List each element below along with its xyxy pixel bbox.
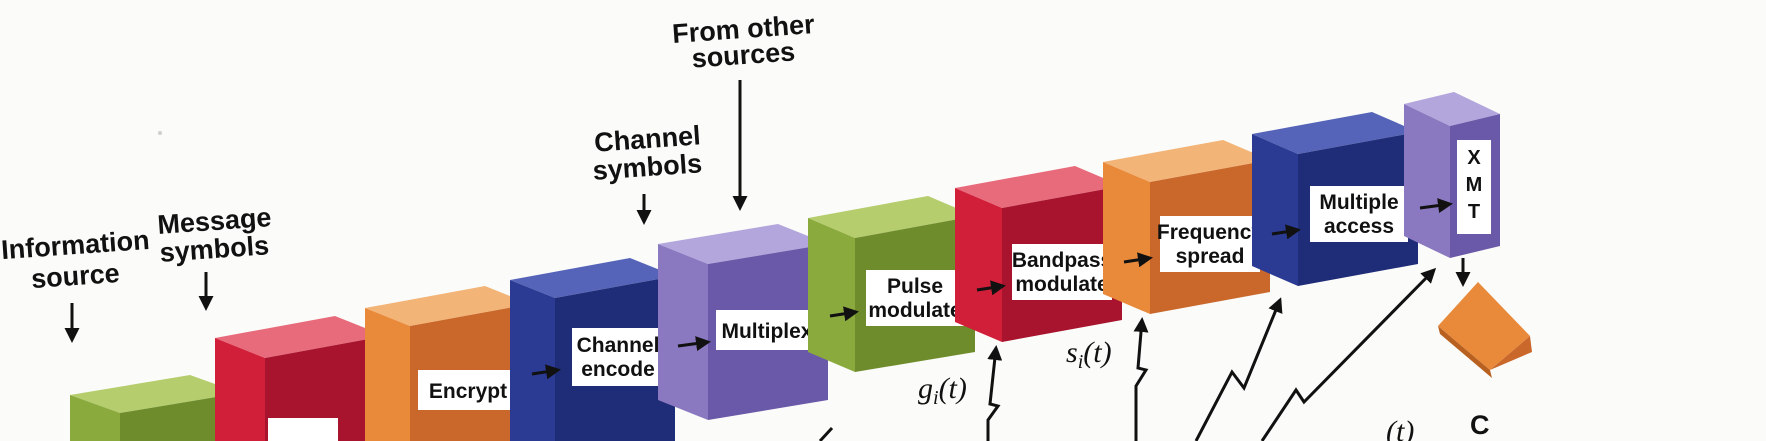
- svg-text:Channel: Channel: [593, 120, 701, 157]
- bandpass-modulate-label-box: [1012, 244, 1112, 300]
- signal-si-label: si(t): [1066, 336, 1112, 373]
- xmt-label-x: X: [1467, 147, 1481, 169]
- arrow-stub-left: [818, 426, 834, 441]
- arrow-multiplex-to-pulse: [829, 306, 859, 322]
- block-red-1: [215, 316, 385, 441]
- signal-gi-label: gi(t): [918, 372, 967, 409]
- block-multiplex: Multiplex: [658, 224, 828, 420]
- speck: [158, 131, 162, 135]
- channel-label: C: [1470, 410, 1490, 440]
- xmt-label-box: [1457, 140, 1491, 234]
- multiplex-label: Multiplex: [721, 320, 812, 343]
- channel-prism: [1438, 282, 1532, 378]
- channel-encode-label-1: Channel: [577, 334, 660, 357]
- svg-text:Information: Information: [0, 225, 150, 265]
- frequency-spread-label-box: [1160, 216, 1260, 272]
- arrow-access-to-xmt: [1419, 198, 1453, 214]
- xmt-label-m: M: [1466, 174, 1483, 196]
- arrow-si-tap: [1133, 317, 1149, 441]
- block-frequency-spread: Frequency spread: [1103, 140, 1270, 314]
- pulse-modulate-label-box: [866, 270, 964, 326]
- arrow-zigzag-1: [1194, 297, 1283, 441]
- arrow-zigzag-2: [1260, 267, 1437, 441]
- multiple-access-label-1: Multiple: [1319, 191, 1398, 214]
- pulse-modulate-label-1: Pulse: [887, 275, 943, 298]
- block-encrypt: Encrypt: [365, 286, 530, 441]
- svg-text:source: source: [30, 258, 120, 294]
- multiple-access-label-2: access: [1324, 215, 1394, 238]
- arrow-gi-tap: [986, 345, 1003, 441]
- channel-encode-label-box: [572, 328, 664, 386]
- arrow-bandpass-to-spread: [1123, 252, 1153, 268]
- xmt-label-t: T: [1468, 201, 1480, 223]
- pulse-modulate-label-2: modulate: [868, 299, 961, 322]
- label-channel-symbols: Channel symbols: [592, 120, 703, 185]
- arrow-pulse-to-bandpass: [976, 280, 1006, 296]
- arrow-encrypt-to-encode: [531, 364, 561, 380]
- block-pulse-modulate: Pulse modulate: [808, 196, 975, 372]
- block-channel-encode: Channel encode: [510, 258, 675, 441]
- label-from-other-sources: From other sources: [671, 9, 816, 74]
- label-information-source: Information source: [0, 225, 150, 294]
- multiple-access-label-box: [1310, 186, 1408, 242]
- multiplex-label-box: [716, 310, 818, 350]
- frequency-spread-label-1: Frequency: [1157, 221, 1264, 244]
- block-bandpass-modulate: Bandpass modulate: [955, 166, 1122, 342]
- arrow-encode-to-multiplex: [677, 336, 711, 352]
- svg-text:symbols: symbols: [592, 148, 703, 186]
- block-green-1: [70, 375, 240, 441]
- bandpass-modulate-label-1: Bandpass: [1012, 249, 1112, 272]
- encrypt-label: Encrypt: [429, 380, 507, 403]
- signal-right-partial: (t): [1386, 415, 1414, 441]
- bandpass-modulate-label-2: modulate: [1015, 273, 1108, 296]
- arrow-spread-to-access: [1271, 224, 1301, 240]
- block-multiple-access: Multiple access: [1252, 112, 1418, 286]
- svg-text:symbols: symbols: [159, 230, 270, 268]
- label-message-symbols: Message symbols: [156, 202, 272, 268]
- channel-encode-label-2: encode: [581, 358, 655, 381]
- frequency-spread-label-2: spread: [1176, 245, 1245, 268]
- block-xmt: X M T: [1404, 92, 1500, 258]
- encrypt-label-box: [418, 370, 518, 410]
- svg-text:sources: sources: [691, 36, 796, 73]
